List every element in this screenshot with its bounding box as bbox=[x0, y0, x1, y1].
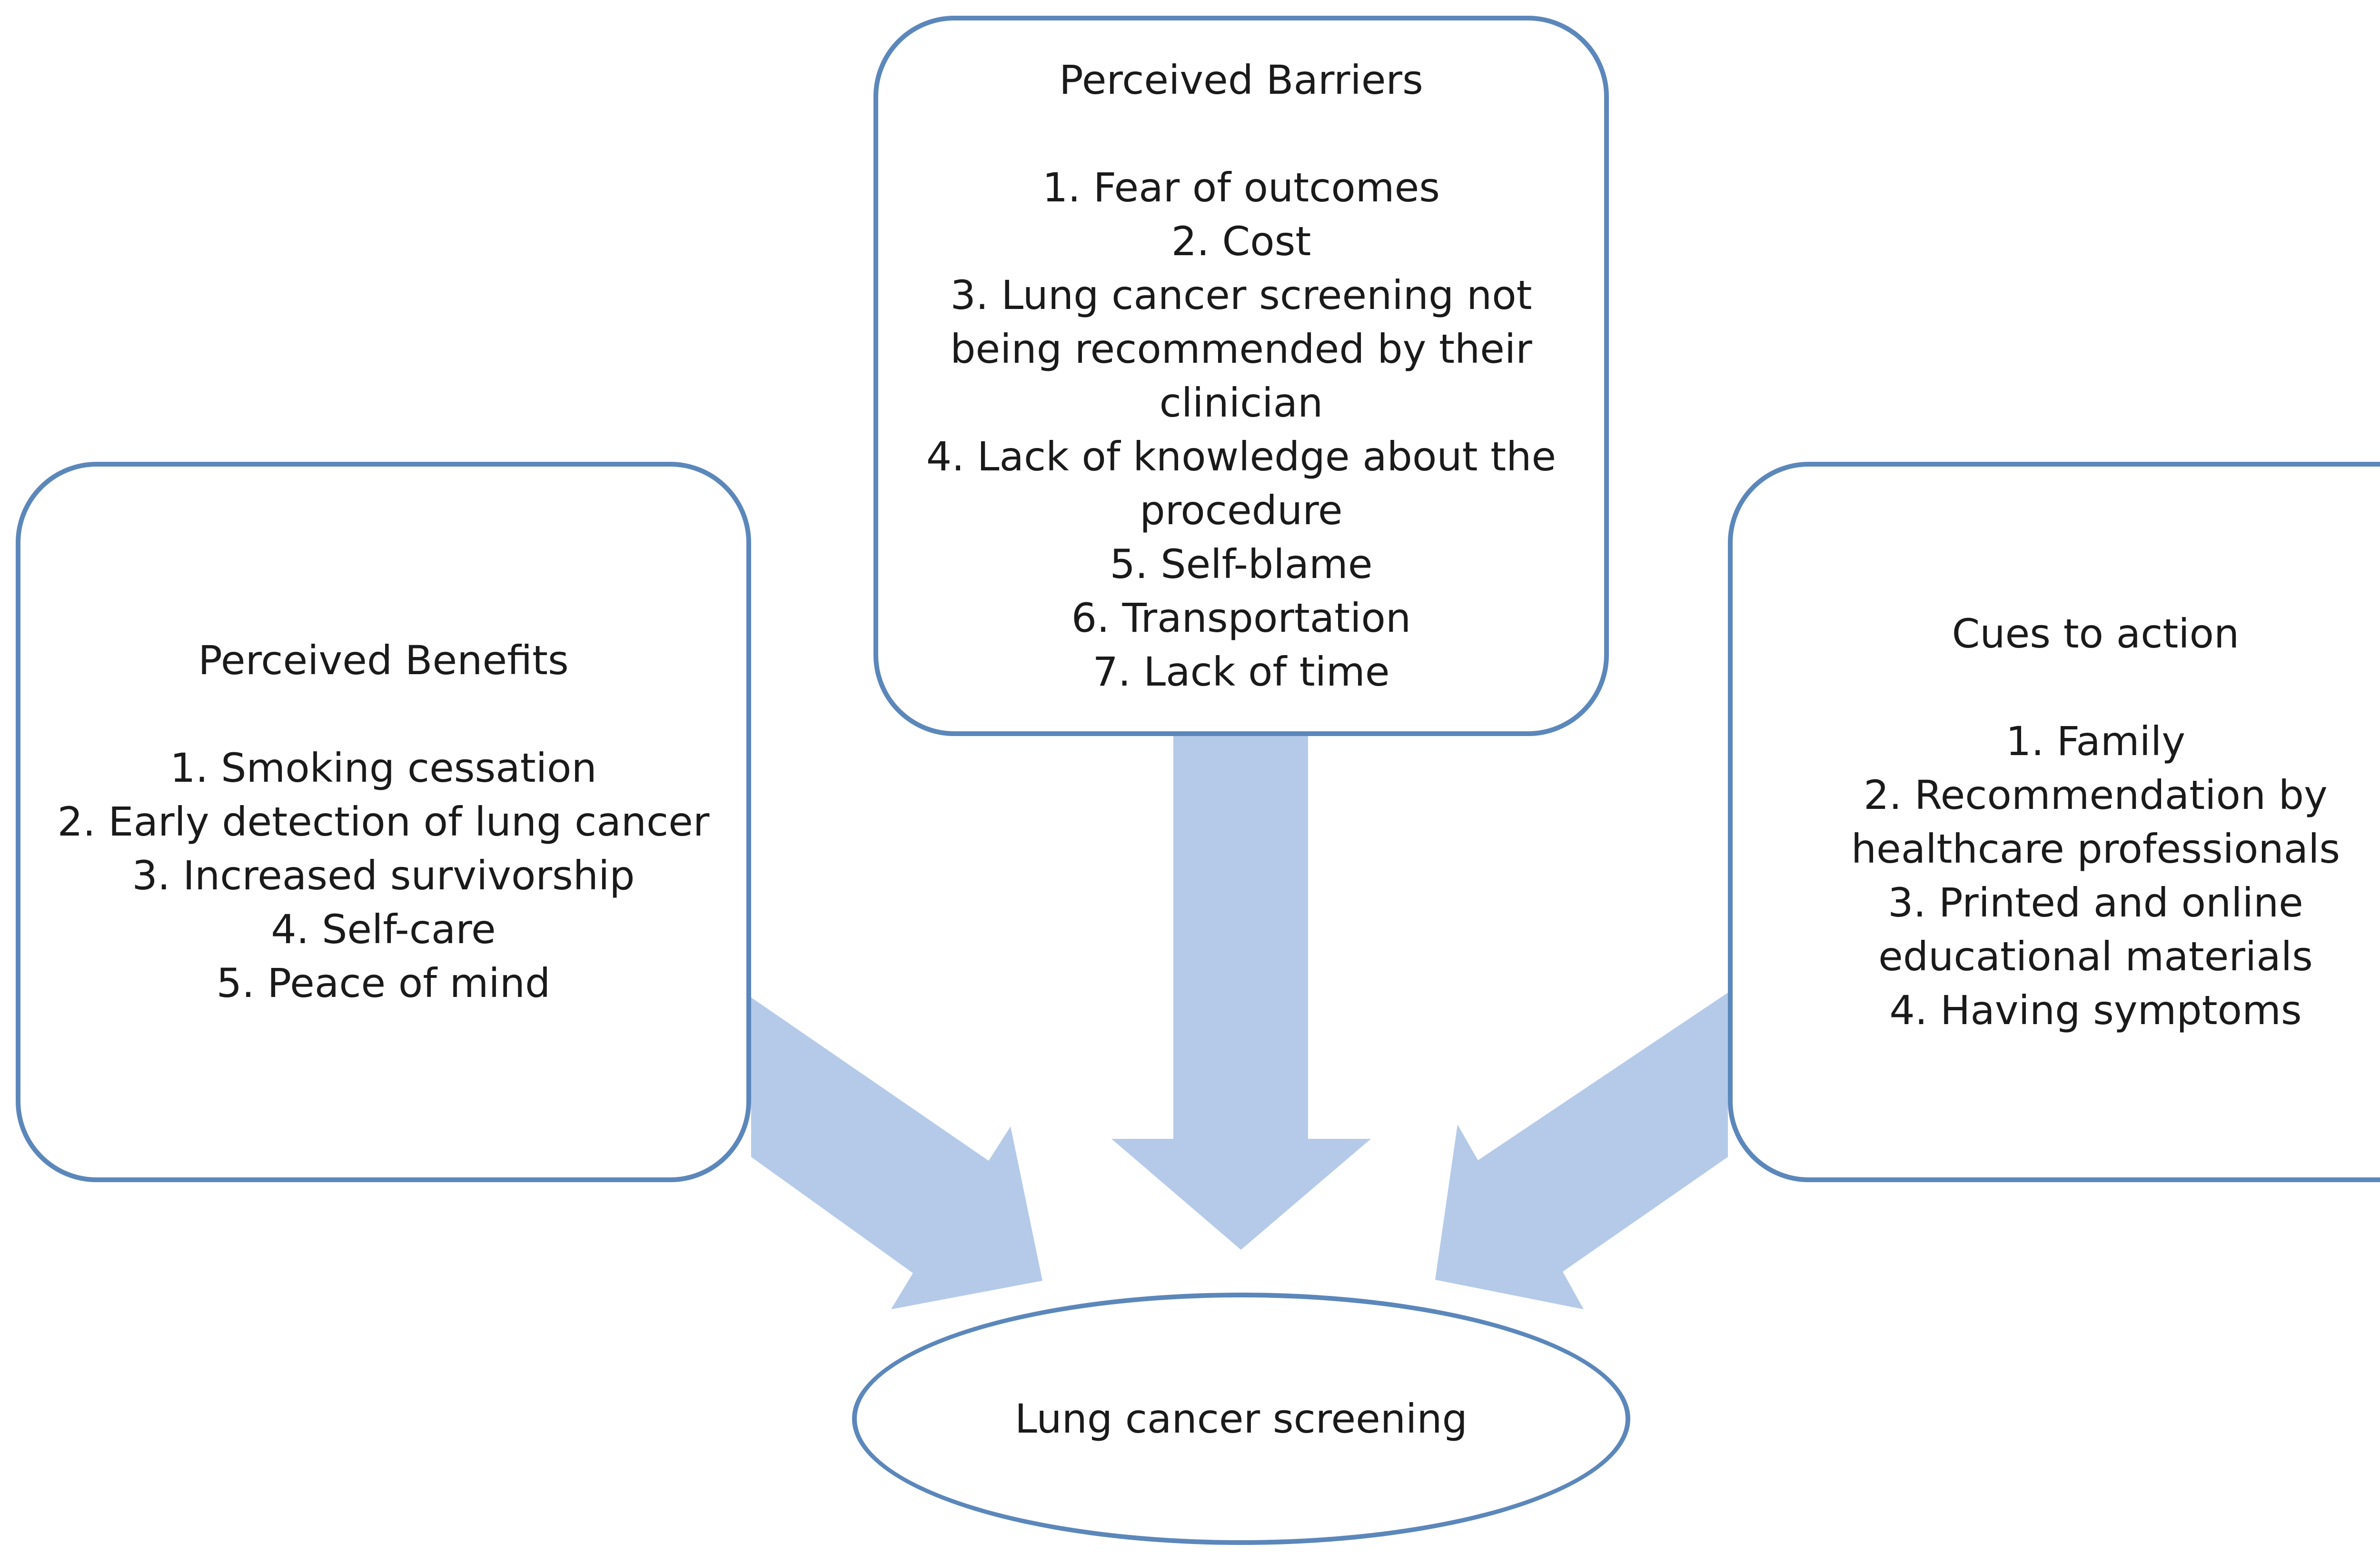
outcome-label: Lung cancer screening bbox=[1015, 1395, 1468, 1442]
benefit-item: 5. Peace of mind bbox=[216, 960, 551, 1006]
arrow-barriers-to-screening bbox=[1111, 736, 1371, 1250]
barrier-item: 3. Lung cancer screening not being recom… bbox=[950, 271, 1532, 426]
cues-to-action-list: 1. Family 2. Recommendation by healthcar… bbox=[1766, 715, 2380, 1037]
barrier-item: 5. Self-blame bbox=[1110, 540, 1373, 588]
barrier-item: 7. Lack of time bbox=[1092, 648, 1390, 695]
lung-cancer-screening-ellipse: Lung cancer screening bbox=[852, 1293, 1630, 1545]
arrow-cues-to-screening bbox=[1435, 993, 1728, 1309]
barrier-item: 6. Transportation bbox=[1071, 594, 1411, 641]
benefit-item: 3. Increased survivorship bbox=[132, 852, 635, 899]
cue-item: 1. Family bbox=[2005, 717, 2186, 765]
cue-item: 3. Printed and online educational materi… bbox=[1878, 879, 2313, 980]
cue-item: 4. Having symptoms bbox=[1889, 986, 2302, 1034]
cues-to-action-box: Cues to action 1. Family 2. Recommendati… bbox=[1728, 462, 2380, 1182]
perceived-benefits-title: Perceived Benefits bbox=[198, 637, 569, 684]
barrier-item: 2. Cost bbox=[1171, 218, 1311, 265]
barrier-item: 1. Fear of outcomes bbox=[1042, 164, 1440, 211]
perceived-benefits-box: Perceived Benefits 1. Smoking cessation … bbox=[16, 462, 751, 1182]
cues-to-action-title: Cues to action bbox=[1952, 610, 2240, 657]
perceived-barriers-list: 1. Fear of outcomes 2. Cost 3. Lung canc… bbox=[921, 161, 1561, 699]
benefit-item: 4. Self-care bbox=[271, 906, 496, 953]
barrier-item: 4. Lack of knowledge about the procedure bbox=[926, 433, 1557, 534]
perceived-barriers-title: Perceived Barriers bbox=[1059, 56, 1423, 103]
perceived-barriers-box: Perceived Barriers 1. Fear of outcomes 2… bbox=[873, 16, 1609, 736]
perceived-benefits-list: 1. Smoking cessation 2. Early detection … bbox=[58, 741, 710, 1010]
arrow-benefits-to-screening bbox=[751, 997, 1042, 1309]
benefit-item: 1. Smoking cessation bbox=[170, 745, 597, 791]
benefit-item: 2. Early detection of lung cancer bbox=[57, 798, 710, 845]
cue-item: 2. Recommendation by healthcare professi… bbox=[1851, 771, 2340, 872]
